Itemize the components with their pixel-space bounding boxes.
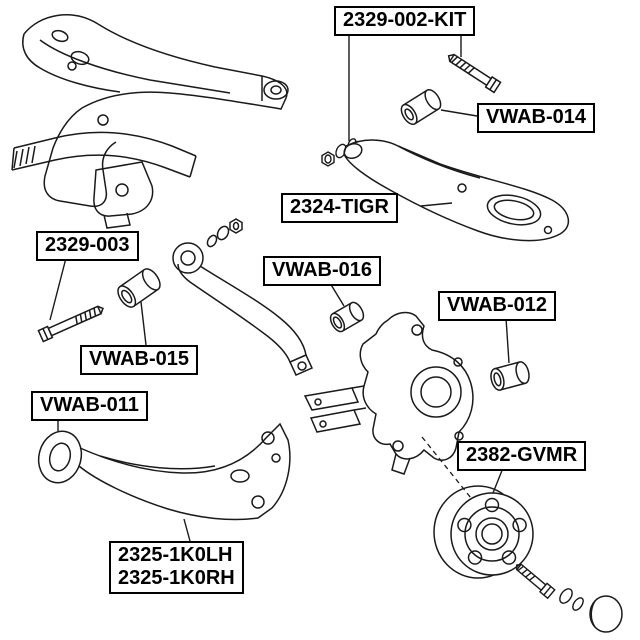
hub-cap-drawing [589,595,623,633]
part-label-2325-1k0lh: 2325-1K0LH [118,544,233,566]
subframe-drawing [11,14,289,229]
vwab012-bushing-drawing [490,361,530,391]
part-label-2329-003: 2329-003 [36,231,139,261]
part-label-vwab-016: VWAB-016 [263,256,382,286]
vwab015-bushing-drawing [117,268,161,308]
part-label-2329-002-kit: 2329-002-KIT [334,6,476,36]
part-label-2325-1k0: 2325-1K0LH 2325-1K0RH [109,541,244,594]
bolt-2329-003-drawing [37,305,104,343]
hub-drawing [433,485,534,579]
part-label-2325-1k0rh: 2325-1K0RH [118,567,235,589]
vwab016-bushing-drawing [329,301,365,333]
part-label-2324-tigr: 2324-TIGR [281,193,398,223]
part-label-vwab-014: VWAB-014 [477,103,596,133]
part-label-vwab-012: VWAB-012 [438,291,557,321]
knuckle-drawing [303,311,474,475]
upper-arm-drawing [172,218,314,376]
assembly-dashed-line [421,436,472,499]
part-label-2382-gvmr: 2382-GVMR [457,441,587,471]
vwab014-bushing-drawing [400,88,442,126]
part-label-vwab-011: VWAB-011 [31,391,148,421]
lower-arm-drawing [343,139,570,242]
hub-bolt-drawing [515,563,584,611]
kit-bolt-drawing [447,53,502,94]
trailing-arm-drawing [37,422,291,521]
part-label-vwab-015: VWAB-015 [80,345,199,375]
